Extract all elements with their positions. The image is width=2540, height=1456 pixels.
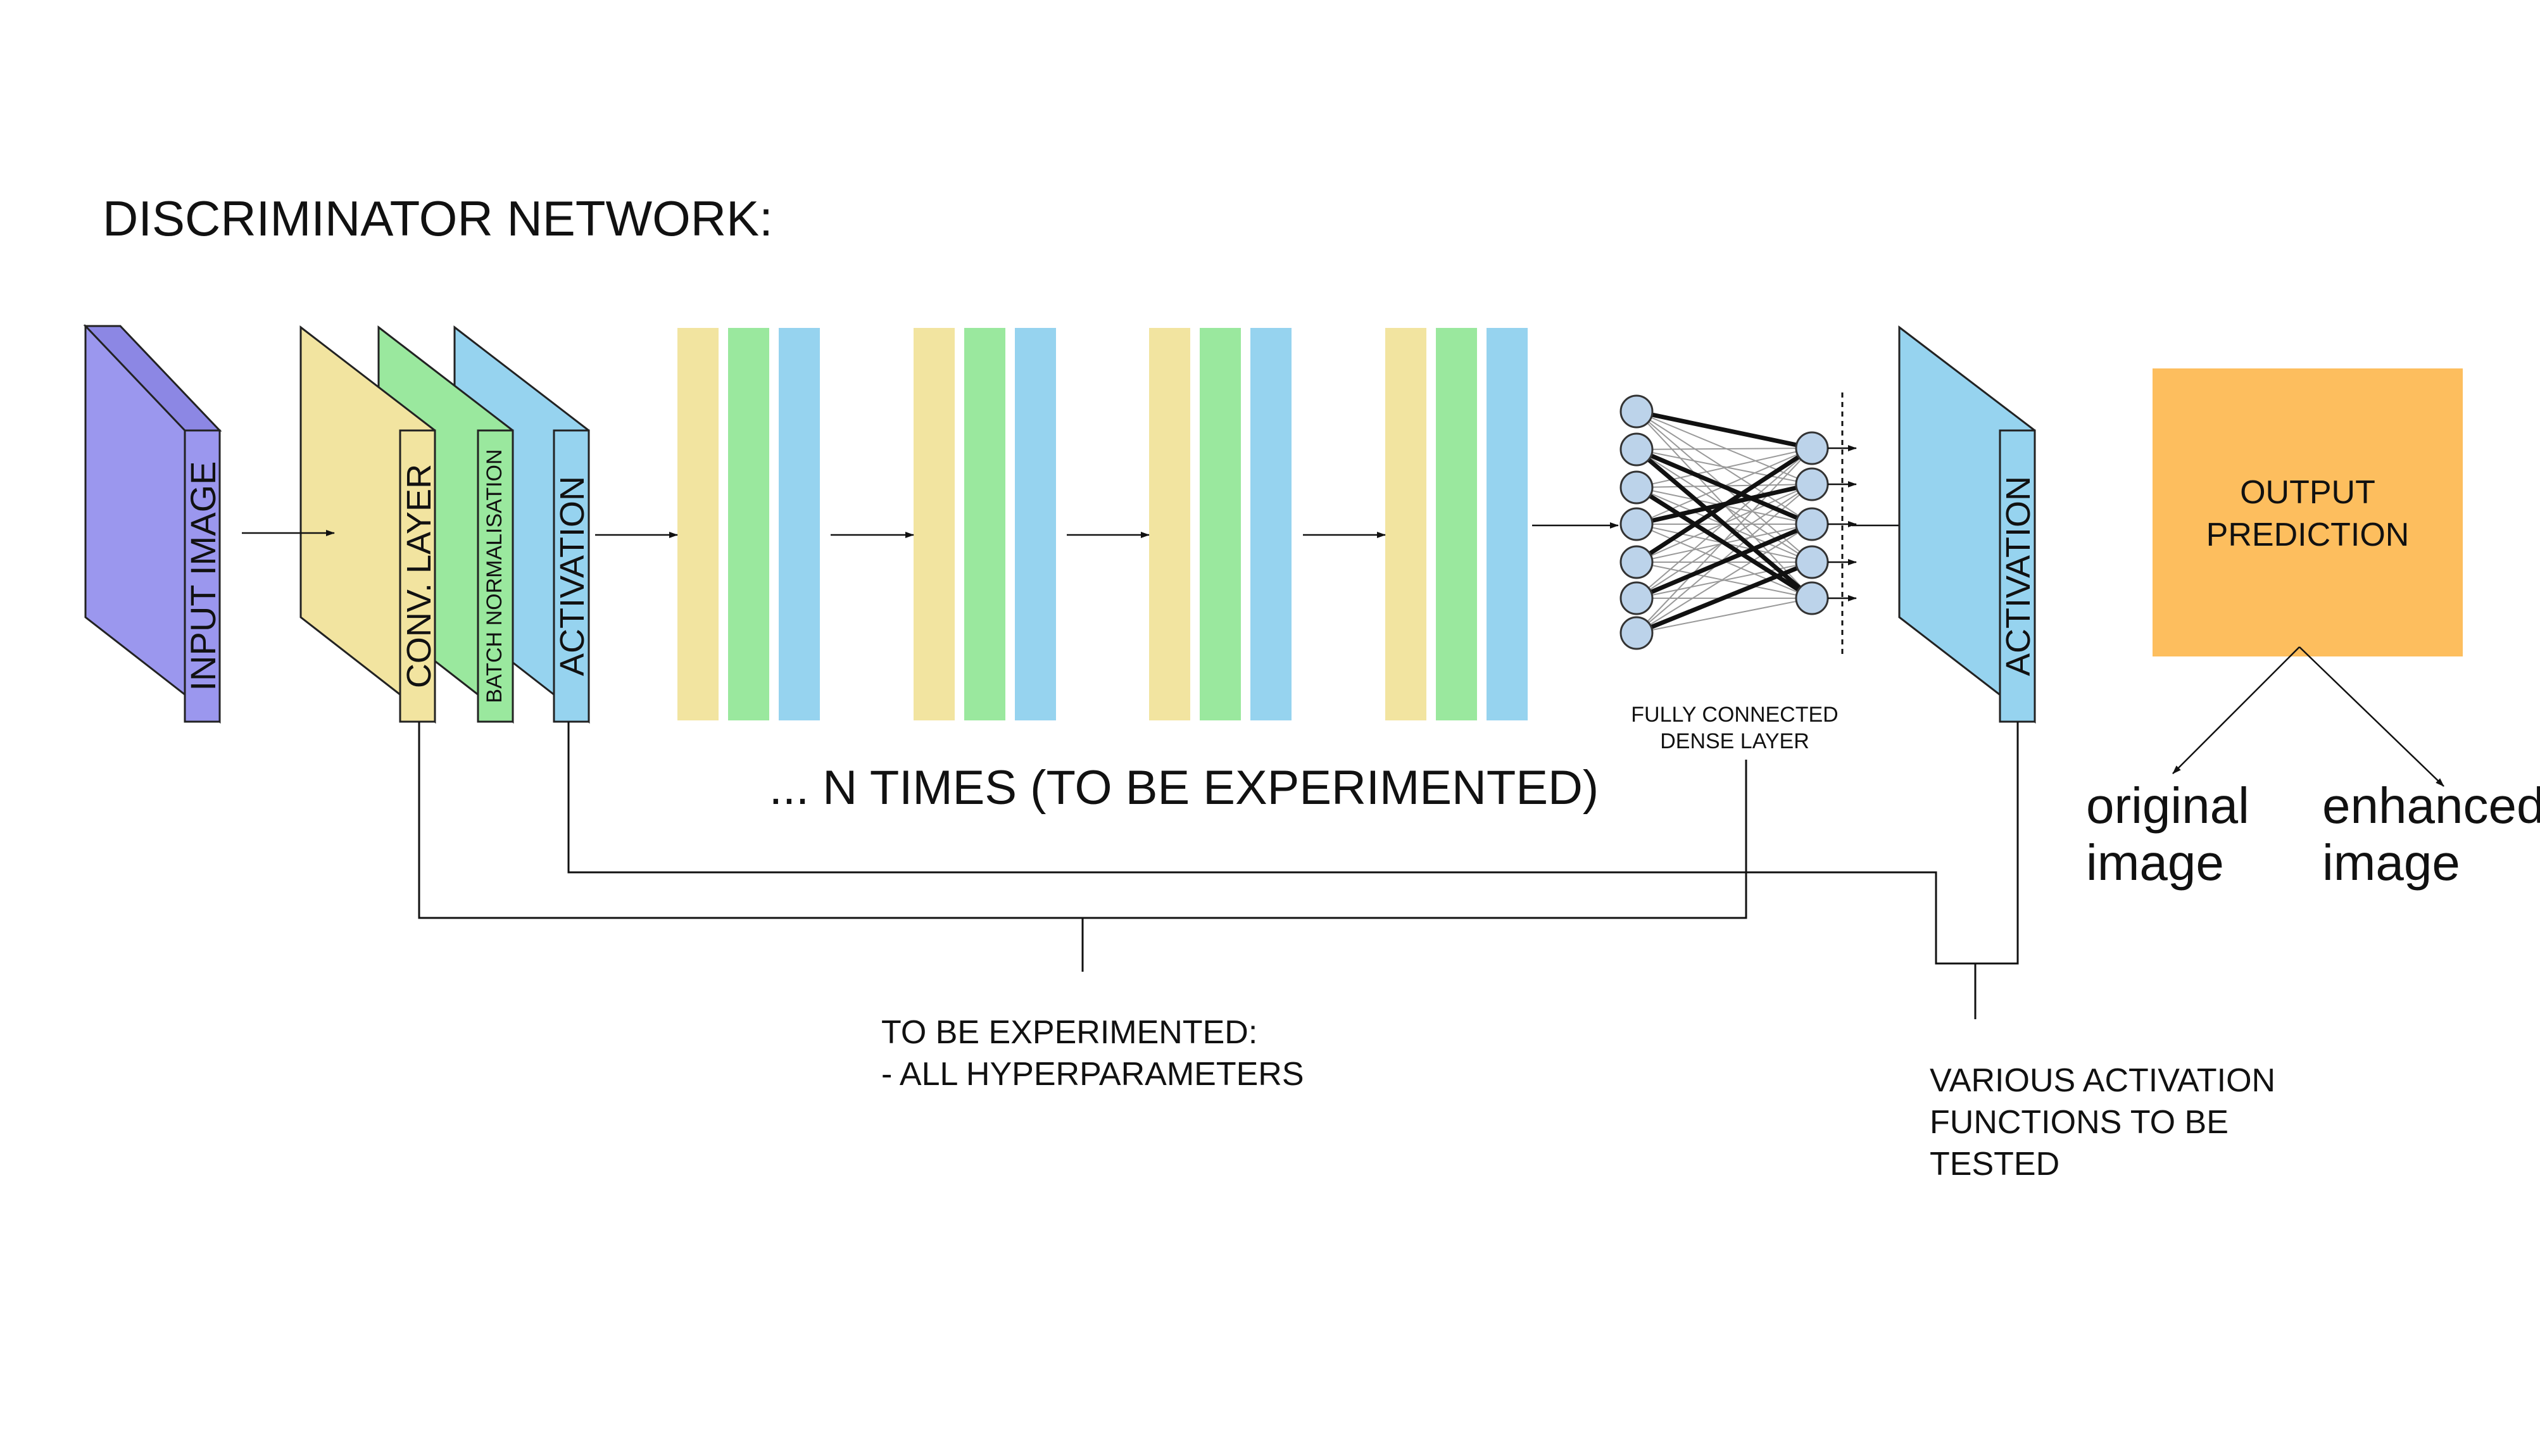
output-prediction-line-2: PREDICTION: [2206, 517, 2410, 553]
dense-output-arrows: [1828, 445, 1857, 601]
dense-label-line-2: DENSE LAYER: [1660, 729, 1809, 753]
final-activation-block: ACTIVATION: [1898, 325, 2037, 724]
repeated-layer-group-2: [914, 328, 1056, 720]
repeat-label: ... N TIMES (TO BE EXPERIMENTED): [769, 761, 1599, 815]
output-class-enhanced-line-2: image: [2322, 834, 2460, 891]
output-class-arrows: [2172, 646, 2444, 787]
dense-strong-connections: [1635, 409, 1814, 636]
final-activation-label: ACTIVATION: [1999, 476, 2037, 676]
output-class-original-line-1: original: [2086, 777, 2249, 834]
repeated-layer-group-4: [1385, 328, 1528, 720]
repeated-layer-group-1: [677, 328, 820, 720]
output-prediction-line-1: OUTPUT: [2240, 474, 2375, 511]
note-hyperparams-line-2: - ALL HYPERPARAMETERS: [881, 1056, 1304, 1093]
dense-layer-graphic: [1619, 392, 1857, 658]
note-hyperparams-line-1: TO BE EXPERIMENTED:: [881, 1014, 1257, 1051]
diagram-title: DISCRIMINATOR NETWORK:: [103, 191, 773, 246]
conv-layer-label: CONV. LAYER: [400, 464, 438, 688]
dense-label-line-1: FULLY CONNECTED: [1631, 703, 1838, 727]
output-prediction-box: [2153, 368, 2463, 656]
output-class-original-line-2: image: [2086, 834, 2224, 891]
output-class-enhanced-line-1: enhanced: [2322, 777, 2540, 834]
note-activation-line-1: VARIOUS ACTIVATION: [1930, 1062, 2275, 1099]
input-image-label: INPUT IMAGE: [183, 461, 223, 691]
batch-normalisation-label: BATCH NORMALISATION: [482, 449, 506, 703]
note-activation-line-3: TESTED: [1930, 1146, 2059, 1183]
input-image-block: INPUT IMAGE: [83, 323, 223, 724]
activation-label: ACTIVATION: [553, 476, 591, 676]
dense-output-nodes: [1795, 431, 1829, 615]
annotation-connectors: [418, 722, 2019, 1019]
note-activation-line-2: FUNCTIONS TO BE: [1930, 1104, 2229, 1141]
conv-layer-block: CONV. LAYER: [299, 325, 438, 724]
dense-input-nodes: [1619, 394, 1654, 650]
repeated-layer-group-3: [1149, 328, 1292, 720]
